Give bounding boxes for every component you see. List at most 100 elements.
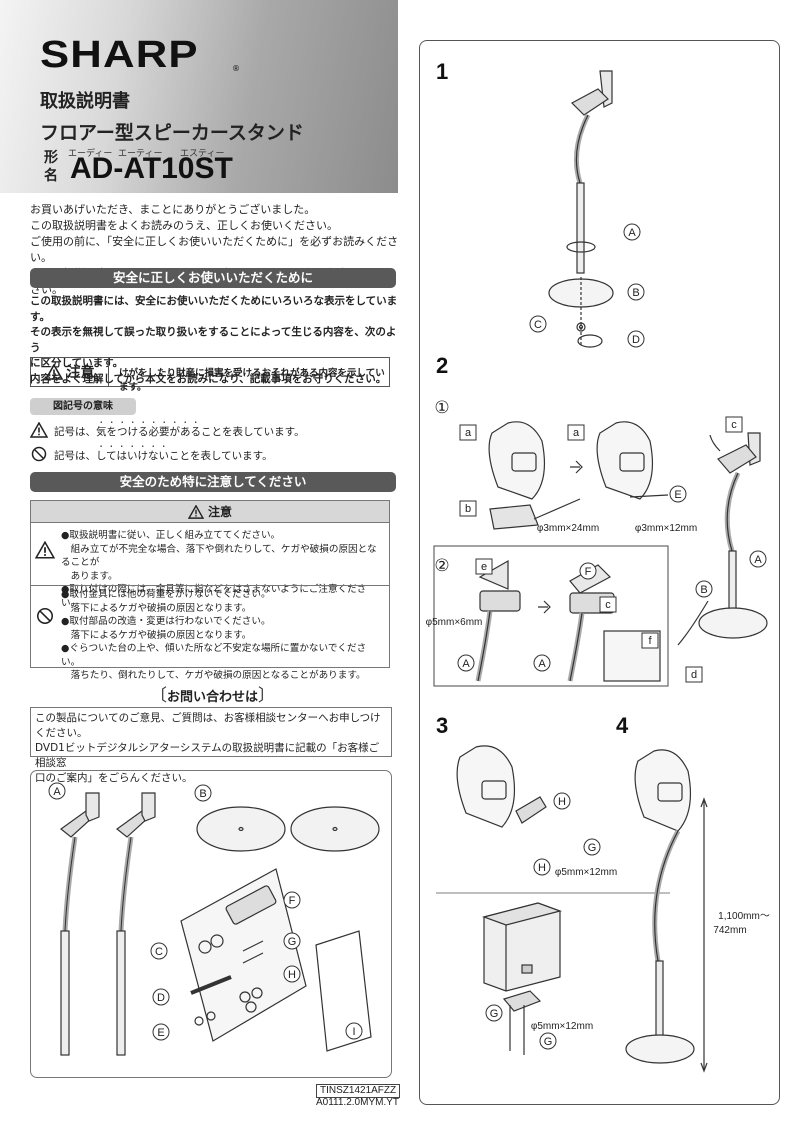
symbol-text: ことを表しています。: [168, 450, 273, 462]
intro-line: ご使用の前に、「安全に正しくお使いいただくために」を必ずお読みください。: [30, 235, 399, 264]
precautions-group-caution: ●取扱説明書に従い、正しく組み立ててください。 組み立てが不完全な場合、落下や倒…: [31, 527, 389, 609]
part-label-b: B: [199, 788, 206, 800]
part-label-g: G: [288, 936, 297, 948]
prohibited-icon: [31, 446, 47, 461]
precaution-line: ●取付部品の改造・変更は行わないでください。: [61, 616, 271, 627]
precaution-line: ●ぐらついた台の上や、傾いた所など不安定な場所に置かないでください。: [61, 643, 367, 668]
sub-step-2: ②: [434, 556, 449, 575]
warning-triangle-icon: [187, 504, 204, 519]
step2-label-a2: a: [573, 427, 580, 439]
caution-legend: 注意 けがをしたり財産に損害を受けるおそれがある内容を示しています。: [30, 357, 390, 393]
step2-label-e: e: [481, 561, 487, 573]
symbol-text: 記号は、: [54, 426, 96, 438]
screw-24: φ3mm×24mm: [537, 523, 599, 534]
step1-label-d: D: [632, 334, 640, 346]
part-label-e: E: [157, 1027, 164, 1039]
brand-logo: SHARP: [40, 34, 199, 76]
bracket-close: 〕: [258, 686, 276, 706]
step2-label-a5: A: [538, 658, 546, 670]
precautions-box-title-text: 注意: [207, 505, 232, 519]
safety-line: この取扱説明書には、安全にお使いいただくためにいろいろな表示をしています。: [30, 295, 398, 323]
step-3-number: 3: [436, 713, 449, 738]
symbol-row-caution: 記号は、気をつける必要があることを表しています。: [30, 420, 305, 439]
assembly-steps: 1 2 3 4: [419, 40, 780, 1105]
step2-label-c2: c: [605, 599, 611, 611]
step-2-number: 2: [436, 353, 449, 378]
step2-label-b2: B: [700, 584, 707, 596]
intro-line: お買いあげいただき、まことにありがとうございました。: [30, 203, 316, 216]
step2-label-a4: A: [462, 658, 470, 670]
model-ruby-3: エスティー: [180, 149, 225, 159]
inquiry-box: この製品についてのご意見、ご質問は、お客様相談センターへお申しつけください。 D…: [30, 707, 392, 784]
screw-5x12-a: φ5mm×12mm: [555, 867, 617, 878]
symbols-heading: 図記号の意味: [30, 398, 136, 415]
precaution-line: あります。: [61, 570, 118, 582]
precaution-line: ●取扱説明書に従い、正しく組み立ててください。: [61, 530, 281, 541]
inquiry-line: 口のご案内」をごらんください。: [35, 772, 193, 784]
symbol-text-emphasis: 気をつける必要がある: [96, 426, 201, 438]
parts-list: A B C D E F G H I: [30, 770, 392, 1078]
step2-label-a1: a: [465, 427, 472, 439]
caution-label: 注意: [31, 358, 109, 386]
safety-heading: 安全に正しくお使いいただくために: [30, 268, 396, 288]
height-range-bottom: 742mm: [713, 925, 746, 936]
symbol-text: 記号は、: [54, 450, 96, 462]
registered-mark: ®: [232, 64, 240, 73]
caution-description: けがをしたり財産に損害を受けるおそれがある内容を示しています。: [119, 368, 385, 393]
precautions-group-prohibited: ●取付金具には他の荷重をかけないでください。 落下によるケガや破損の原因となりま…: [31, 585, 389, 681]
screw-5x6: φ5mm×6mm: [426, 617, 483, 628]
step-4-number: 4: [616, 713, 629, 738]
part-label-a: A: [53, 786, 61, 798]
precautions-heading: 安全のため特に注意してください: [30, 472, 396, 492]
precautions-box-title: 注意: [31, 501, 389, 523]
height-range-top: 1,100mm～: [718, 911, 770, 922]
doc-type: 取扱説明書: [40, 91, 130, 112]
step3-label-h1: H: [558, 796, 566, 808]
part-label-h: H: [288, 969, 296, 981]
precautions-box: 注意 ●取扱説明書に従い、正しく組み立ててください。 組み立てが不完全な場合、落…: [30, 500, 390, 681]
step1-label-a: A: [628, 227, 636, 239]
step3-label-h2: H: [538, 862, 546, 874]
part-label-i: I: [352, 1026, 355, 1038]
warning-triangle-icon: [35, 541, 55, 559]
model-ruby-2: エーティー: [118, 149, 163, 159]
precaution-line: 組み立てが不完全な場合、落下や倒れたりして、ケガや破損の原因となることが: [61, 543, 377, 569]
model-number: AD-AT10ST: [70, 152, 233, 185]
step2-label-b: b: [465, 503, 471, 515]
bracket-open: 〔: [150, 686, 167, 706]
assembly-illustration: A B C D ① a b a E φ3mm×24mm φ3mm×12mm c …: [426, 70, 770, 1073]
step-1-number: 1: [436, 59, 449, 84]
parts-illustration: A B C D E F G H I: [48, 782, 380, 1056]
product-name: フロアー型スピーカースタンド: [40, 122, 304, 144]
part-label-f: F: [289, 895, 296, 907]
symbol-row-prohibited: 記号は、してはいけないことを表しています。: [30, 444, 273, 463]
precaution-line: ●取付金具には他の荷重をかけないでください。: [61, 589, 271, 600]
inquiry-heading-text: お問い合わせは: [167, 690, 259, 705]
screw-12: φ3mm×12mm: [635, 523, 697, 534]
step2-label-c: c: [731, 419, 737, 431]
precaution-line: 落下によるケガや破損の原因となります。: [61, 629, 252, 641]
model-key-1: 形: [44, 150, 58, 166]
prohibited-icon: [37, 608, 53, 624]
step2-label-a3: A: [754, 554, 762, 566]
inquiry-heading: 〔お問い合わせは〕: [150, 681, 275, 706]
step3-label-g3: G: [544, 1036, 553, 1048]
part-label-c: C: [155, 946, 163, 958]
step3-label-g2: G: [490, 1008, 499, 1020]
symbol-text-emphasis: してはいけない: [96, 450, 169, 462]
symbol-text: ことを表しています。: [201, 426, 305, 438]
print-code: A0111.2.0MYM.YT: [316, 1097, 399, 1108]
step1-label-b: B: [632, 287, 639, 299]
safety-line: 内容をよく理解してから本文をお読みになり、記載事項をお守りください。: [30, 372, 387, 385]
warning-triangle-icon: [30, 421, 48, 438]
precaution-line: ●取り付けの際には、金具等に指などをはさまないようにご注意ください。: [61, 584, 367, 609]
model-ruby-1: エーディー: [68, 149, 113, 159]
part-code: TINSZ1421AFZZ: [316, 1084, 401, 1098]
screw-5x12-b: φ5mm×12mm: [531, 1021, 593, 1032]
sub-step-1: ①: [434, 398, 449, 417]
model-key-2: 名: [44, 168, 58, 184]
caution-label-text: 注意: [66, 365, 95, 381]
step2-label-f: F: [585, 566, 592, 578]
precaution-line: 落ちたり、倒れたりして、ケガや破損の原因となることがあります。: [61, 670, 366, 681]
safety-line: その表示を無視して誤った取り扱いをすることによって生じる内容を、次のよう: [30, 326, 397, 354]
